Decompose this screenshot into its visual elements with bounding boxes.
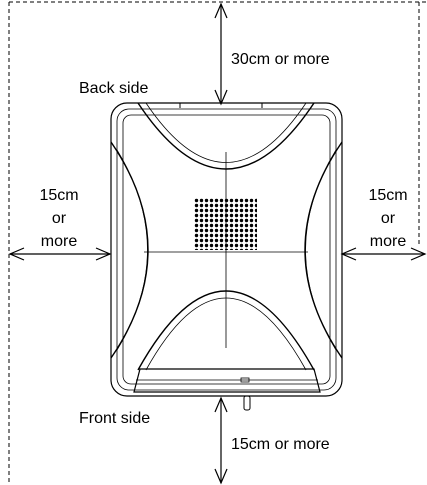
- right-clearance-label: 15cm or more: [368, 187, 407, 250]
- left-clearance-line-1: 15cm: [39, 187, 78, 204]
- clearance-arrows: [8, 2, 427, 485]
- bottom-arrow: [214, 396, 228, 485]
- left-clearance-label: 15cm or more: [39, 187, 78, 250]
- device-body: [110, 102, 343, 411]
- left-clearance-line-2: or: [52, 210, 67, 227]
- right-clearance-line-1: 15cm: [368, 187, 407, 204]
- left-curve-inner: [116, 149, 148, 351]
- front-side-label: Front side: [79, 410, 150, 427]
- bottom-clearance-label: 15cm or more: [231, 436, 330, 453]
- right-clearance-line-3: more: [370, 233, 407, 250]
- front-base: [133, 368, 321, 393]
- device-inner-frame: [116, 108, 337, 391]
- left-curve: [111, 141, 149, 359]
- left-clearance-line-3: more: [41, 233, 78, 250]
- right-curve-inner: [305, 149, 337, 351]
- top-arrow: [214, 2, 228, 106]
- vent-grille: [194, 198, 257, 250]
- installation-boundary: [8, 1, 427, 485]
- device-inner-frame-2: [122, 114, 331, 385]
- right-arrow: [340, 247, 427, 261]
- back-side-label: Back side: [79, 80, 148, 97]
- device-outer-frame: [110, 102, 343, 397]
- left-arrow: [8, 247, 112, 261]
- right-curve: [304, 141, 342, 359]
- top-clearance-label: 30cm or more: [231, 51, 330, 68]
- right-clearance-line-2: or: [381, 210, 396, 227]
- front-connector: [243, 395, 251, 411]
- front-indicator: [240, 377, 250, 383]
